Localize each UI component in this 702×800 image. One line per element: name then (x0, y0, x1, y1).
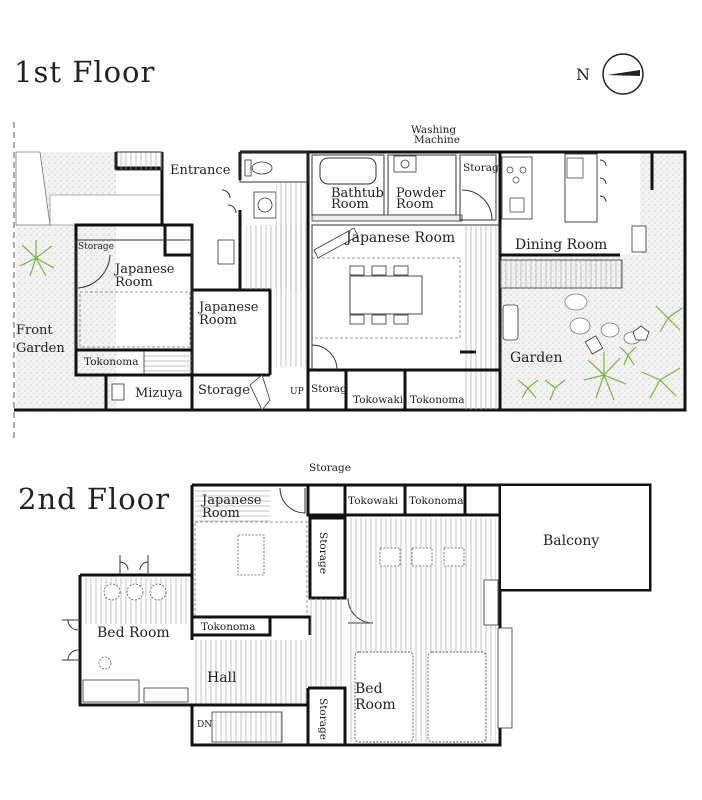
storage-top-2f-label: Storage (309, 462, 351, 474)
garden-label: Garden (510, 350, 563, 366)
table-icon (349, 265, 423, 325)
first-floor-labels: Washing Machine Entrance Bathtub Room Po… (16, 124, 607, 406)
storage-bottom-label: Storage (198, 383, 250, 398)
bed-room-left-label: Bed Room (97, 625, 170, 641)
storage-vertical-label: Storage (317, 532, 329, 574)
bathtub-room-label-2: Room (331, 197, 369, 212)
first-floor-title: 1st Floor (14, 55, 155, 89)
tokowaki-label: Tokowaki (353, 394, 404, 406)
storage-bottom2-label: Storag (311, 383, 347, 395)
japanese-room-mid-label-2: Room (199, 313, 237, 328)
bed-room-right-label-2: Room (355, 697, 396, 713)
storage-small-label: Storage (78, 242, 114, 252)
tokonoma-left-label: Tokonoma (84, 356, 139, 368)
storage-top-label: Storag (463, 162, 499, 174)
dining-table-icon (564, 153, 607, 223)
up-label: UP (290, 387, 304, 397)
sink-icon (393, 155, 417, 173)
tokonoma-right-label: Tokonoma (410, 394, 465, 406)
japanese-room-left-label-2: Room (115, 275, 153, 290)
entrance-label: Entrance (170, 163, 231, 178)
second-floor-plan (62, 483, 652, 747)
powder-room-label: Powder (396, 186, 446, 201)
dining-room-label: Dining Room (515, 237, 607, 253)
washing-machine-label-2: Machine (414, 134, 460, 146)
plant-icon (19, 240, 683, 401)
hall-label: Hall (207, 670, 237, 686)
tokowaki-2f-label: Tokowaki (348, 495, 399, 507)
japanese-room-2f-label-2: Room (202, 506, 240, 521)
chairs-icon (98, 583, 167, 670)
dn-label: DN (197, 720, 212, 730)
second-floor-labels: Storage Japanese Room Tokowaki Tokonoma … (97, 462, 599, 740)
front-garden-label: Front (16, 323, 53, 338)
balcony-label: Balcony (543, 533, 599, 549)
first-floor-plan (13, 122, 687, 440)
bathtub-room-label: Bathtub (331, 186, 384, 201)
north-arrow-icon: N (576, 53, 644, 95)
front-garden-label-2: Garden (16, 341, 65, 356)
tokonoma-bottom-label: Tokonoma (201, 621, 256, 633)
compass-label: N (576, 65, 590, 84)
second-floor-title: 2nd Floor (18, 482, 170, 516)
storage-vertical-bottom-label: Storage (317, 698, 329, 740)
japanese-room-left-label: Japanese (113, 262, 175, 277)
washing-machine-label: Washing (411, 124, 456, 136)
kitchen-counter-icon (501, 156, 533, 220)
garden-stones-icon (564, 293, 641, 355)
bed-room-right-label: Bed (355, 681, 383, 697)
beds-icon (354, 651, 487, 743)
japanese-room-2f-label: Japanese (200, 493, 262, 508)
mizuya-label: Mizuya (135, 386, 183, 401)
japanese-room-main-label: Japanese Room (344, 230, 455, 246)
bathtub-icon (319, 157, 377, 185)
japanese-room-mid-label: Japanese (197, 300, 259, 315)
toilet-icon (244, 159, 273, 177)
tokonoma-top-2f-label: Tokonoma (409, 495, 464, 507)
powder-room-label-2: Room (396, 197, 434, 212)
